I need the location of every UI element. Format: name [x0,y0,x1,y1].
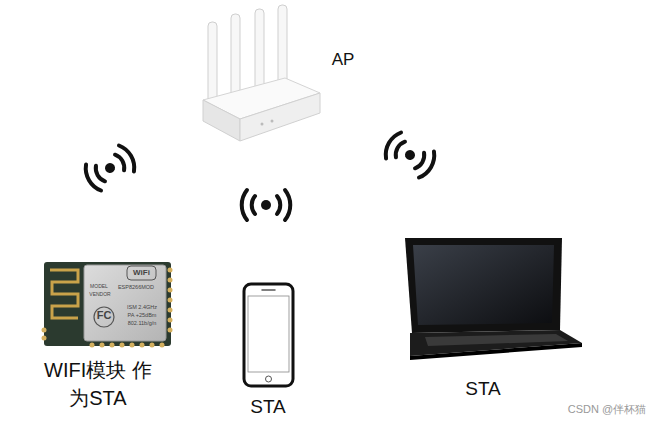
laptop-icon [405,238,582,360]
chip-marking: 802.11b/g/n [128,320,157,326]
router-icon [203,5,320,141]
signal-icon [242,190,291,220]
signal-icon [381,130,438,180]
watermark: CSDN @伴杯猫 [568,403,646,416]
chip-marking: MODEL [90,284,108,290]
chip-marking: WiFi [133,268,150,277]
device-label: AP [332,50,355,70]
device-label: WIFI模块 作为STA [42,356,154,412]
wifi-module [42,262,173,348]
chip-marking: ISM 2.4GHz [127,304,157,310]
chip-marking: VENDOR [89,292,110,298]
device-label: STA [250,396,286,418]
phone-icon [244,284,293,386]
device-label: STA [465,378,501,400]
chip-marking: FC [97,309,112,322]
chip-marking: PA +25dBm [128,312,157,318]
chip-marking: ESP8266MOD [118,284,154,290]
signal-icon [81,143,138,193]
